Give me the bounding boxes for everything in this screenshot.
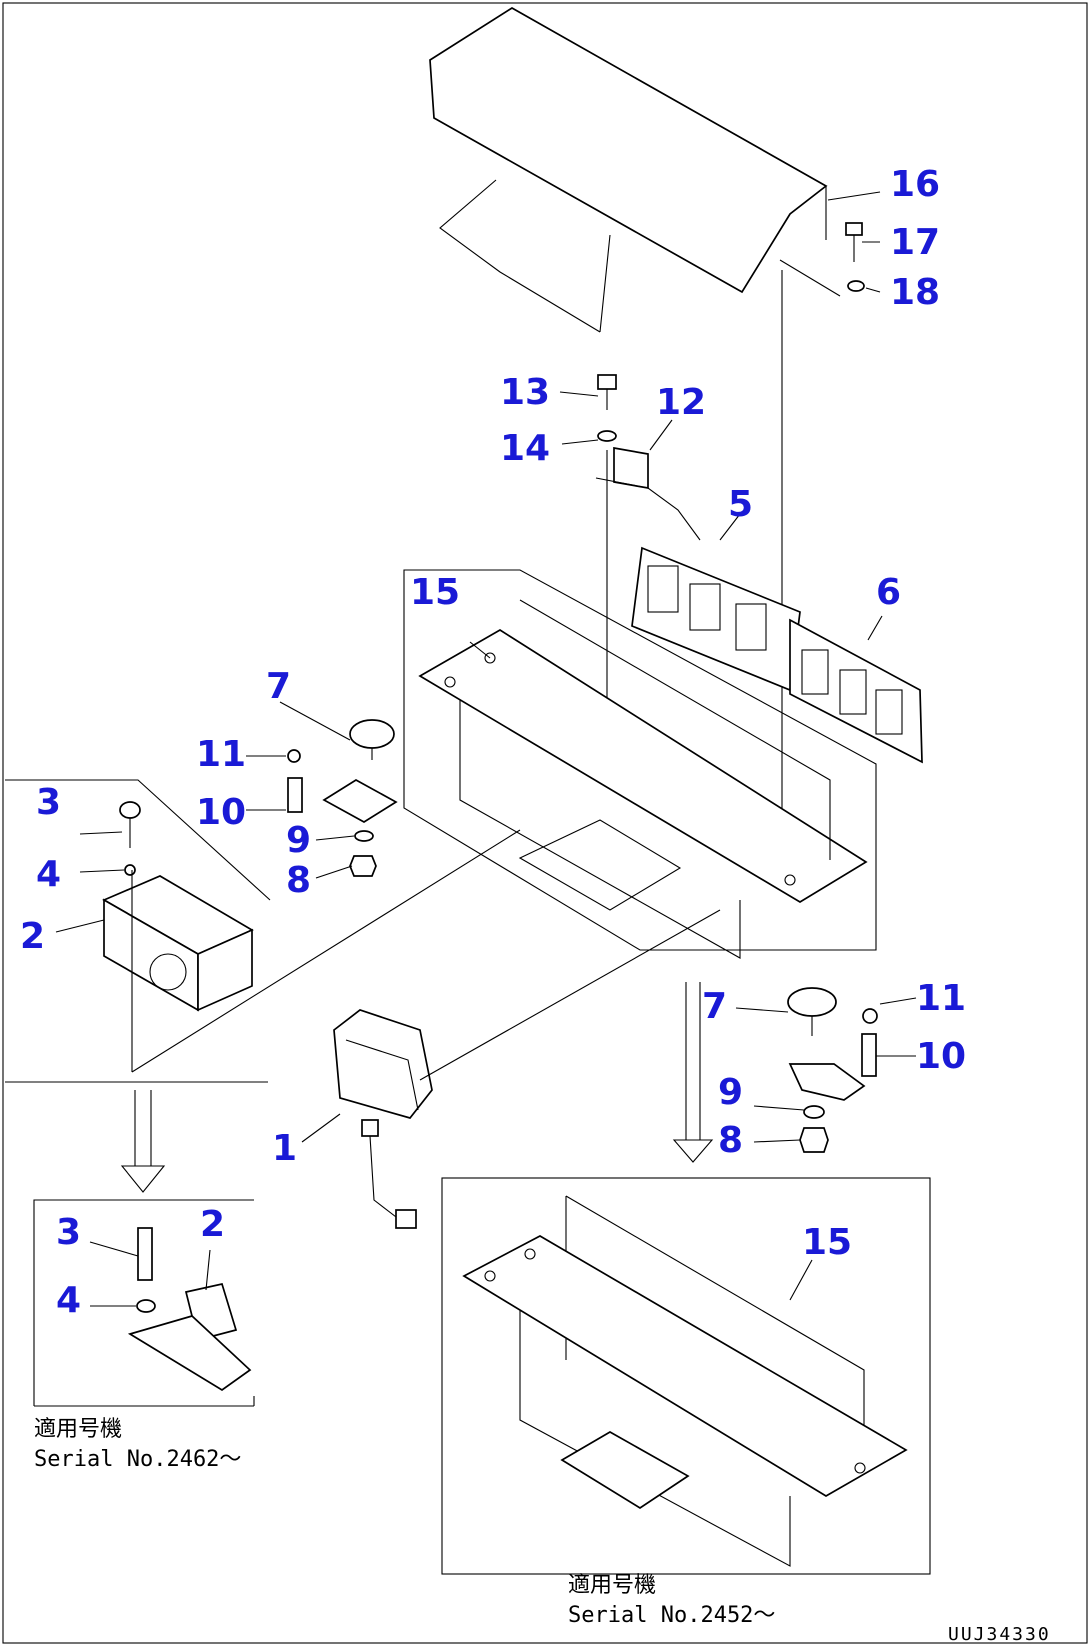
callout-11: 11 [196, 734, 246, 775]
callout-6: 6 [876, 572, 901, 613]
leader-lines [55, 191, 917, 1307]
inset-right-part-8-nut [799, 1127, 829, 1153]
callout-10: 10 [196, 792, 246, 833]
inset-right-part-10-bolt [861, 1033, 877, 1077]
inset-right-callout-9: 9 [718, 1072, 743, 1113]
callout-3: 3 [36, 782, 61, 823]
inset-right-part-7-horn [787, 987, 837, 1036]
inset-right-callout-15: 15 [802, 1222, 852, 1263]
callout-17: 17 [890, 222, 940, 263]
callout-15: 15 [410, 572, 460, 613]
inset-right-box [441, 1177, 931, 1575]
part-17-bolt [845, 222, 863, 262]
part-8-nut [349, 855, 377, 877]
inset-left-box [33, 1199, 255, 1407]
arrow-down-right [672, 982, 714, 1163]
inset-right-callout-8: 8 [718, 1120, 743, 1161]
part-11-washer [287, 749, 301, 763]
part-4-washer [124, 864, 136, 876]
inset-right-callout-11: 11 [916, 978, 966, 1019]
callout-14: 14 [500, 428, 550, 469]
inset-right-callout-7: 7 [702, 986, 727, 1027]
part-12-relay [595, 446, 701, 541]
callout-16: 16 [890, 164, 940, 205]
inset-right-part-11-washer [862, 1008, 878, 1024]
part-14-washer [597, 430, 617, 442]
part-15-bracket [403, 569, 877, 959]
callout-18: 18 [890, 272, 940, 313]
right-serial-note: Serial No.2452～ [568, 1603, 775, 1628]
inset-left-callout-3: 3 [56, 1212, 81, 1253]
left-applicable-note: 適用号機 [34, 1417, 122, 1442]
drawing-code: UUJ34330 [948, 1624, 1051, 1645]
inset-left-callout-4: 4 [56, 1280, 81, 1321]
callout-13: 13 [500, 372, 550, 413]
part-5-relay-block [631, 546, 801, 692]
inset-right-part-9-washer [803, 1105, 825, 1119]
part-9-washer [354, 830, 374, 842]
part-3-bolt [119, 801, 141, 848]
callout-7: 7 [266, 666, 291, 707]
part-7-horn [349, 719, 395, 760]
callout-12: 12 [656, 382, 706, 423]
arrow-down-left [120, 1090, 166, 1193]
part-1-work-lamp [333, 1009, 433, 1229]
left-serial-note: Serial No.2462～ [34, 1447, 241, 1472]
part-6-fuse-block [789, 618, 923, 764]
part-10-bolt [287, 777, 303, 813]
inset-right-part-7-bracket [788, 1063, 866, 1101]
part-16-cover [429, 7, 841, 333]
part-13-bolt [597, 374, 617, 410]
part-2-housing [102, 875, 254, 1012]
part-7-bracket [322, 779, 398, 823]
inset-left-callout-2: 2 [200, 1204, 225, 1245]
callout-5: 5 [728, 484, 753, 525]
callout-1: 1 [272, 1128, 297, 1169]
inset-left-frame [5, 779, 271, 901]
part-18-washer [847, 280, 865, 292]
right-applicable-note: 適用号機 [568, 1573, 656, 1598]
callout-9: 9 [286, 820, 311, 861]
callout-4: 4 [36, 854, 61, 895]
callout-8: 8 [286, 860, 311, 901]
inset-right-callout-10: 10 [916, 1036, 966, 1077]
callout-2: 2 [20, 916, 45, 957]
